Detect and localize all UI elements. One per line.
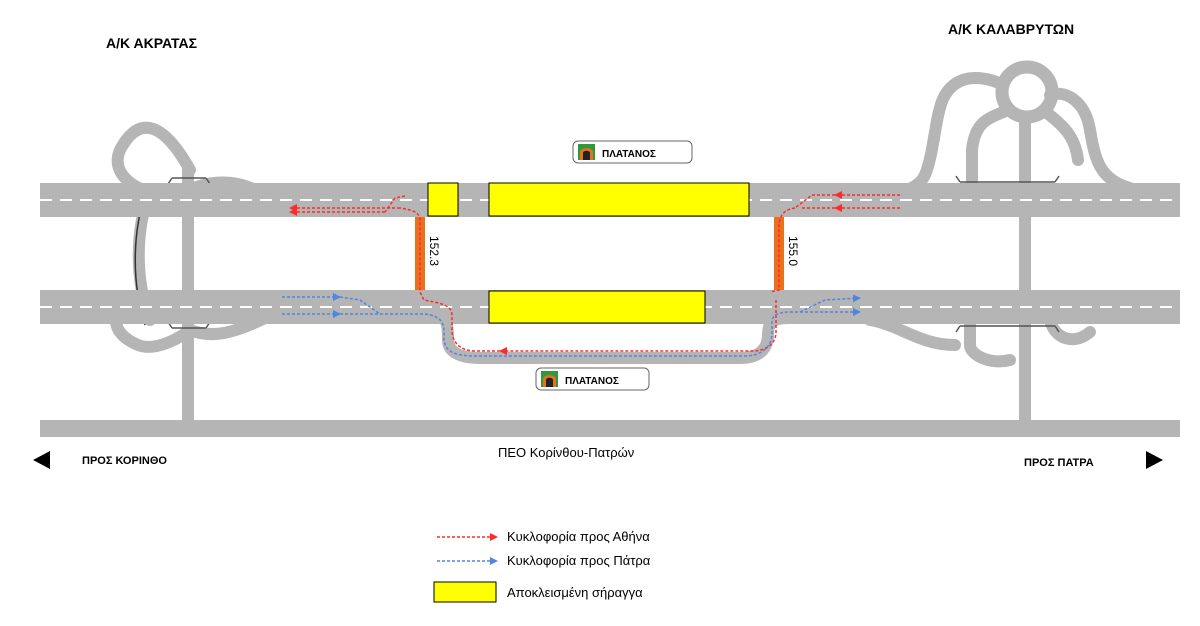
interchange-label-left: Α/Κ ΑΚΡΑΤΑΣ — [106, 35, 197, 51]
legend-label-closed-tunnel: Αποκλεισμένη σήραγγα — [507, 585, 643, 600]
legend-item-closed-tunnel: Αποκλεισμένη σήραγγα — [433, 581, 643, 603]
detour-road — [430, 312, 791, 364]
interchange-label-right: Α/Κ ΚΑΛΑΒΡΥΤΩΝ — [948, 21, 1074, 37]
tunnel-sign-bottom: ΠΛΑΤΑΝΟΣ — [535, 367, 650, 391]
crossover-km-right: 155.0 — [786, 236, 800, 266]
tunnel-sign-top: ΠΛΑΤΑΝΟΣ — [572, 140, 693, 164]
athens-traffic-routes — [289, 191, 900, 355]
legend-item-athens: Κυκλοφορία προς Αθήνα — [437, 529, 650, 544]
legend-label-patra: Κυκλοφορία προς Πάτρα — [507, 553, 651, 568]
closed-tunnel-small — [427, 182, 459, 217]
closed-tunnel-patra — [488, 290, 706, 324]
tunnel-name-top: ΠΛΑΤΑΝΟΣ — [602, 149, 656, 160]
legend-item-patra: Κυκλοφορία προς Πάτρα — [437, 553, 651, 568]
tunnel-name-bottom: ΠΛΑΤΑΝΟΣ — [565, 376, 619, 387]
closed-tunnel-athens — [488, 182, 750, 217]
tunnel-icon — [541, 371, 558, 387]
crossover-km-left: 152.3 — [427, 236, 441, 266]
triangle-left-icon — [33, 451, 50, 469]
legend: Κυκλοφορία προς Αθήνα Κυκλοφορία προς Πά… — [433, 529, 651, 603]
triangle-right-icon — [1146, 451, 1163, 469]
crossover-right — [774, 217, 784, 290]
patra-traffic-routes — [282, 293, 861, 357]
legend-label-athens: Κυκλοφορία προς Αθήνα — [507, 529, 650, 544]
direction-label-right: ΠΡΟΣ ΠΑΤΡΑ — [1024, 457, 1094, 469]
direction-label-left: ΠΡΟΣ ΚΟΡΙΝΘΟ — [82, 455, 167, 467]
old-national-road — [40, 420, 1180, 437]
old-road-label: ΠΕΟ Κορίνθου-Πατρών — [498, 445, 634, 460]
tunnel-icon — [578, 144, 595, 160]
